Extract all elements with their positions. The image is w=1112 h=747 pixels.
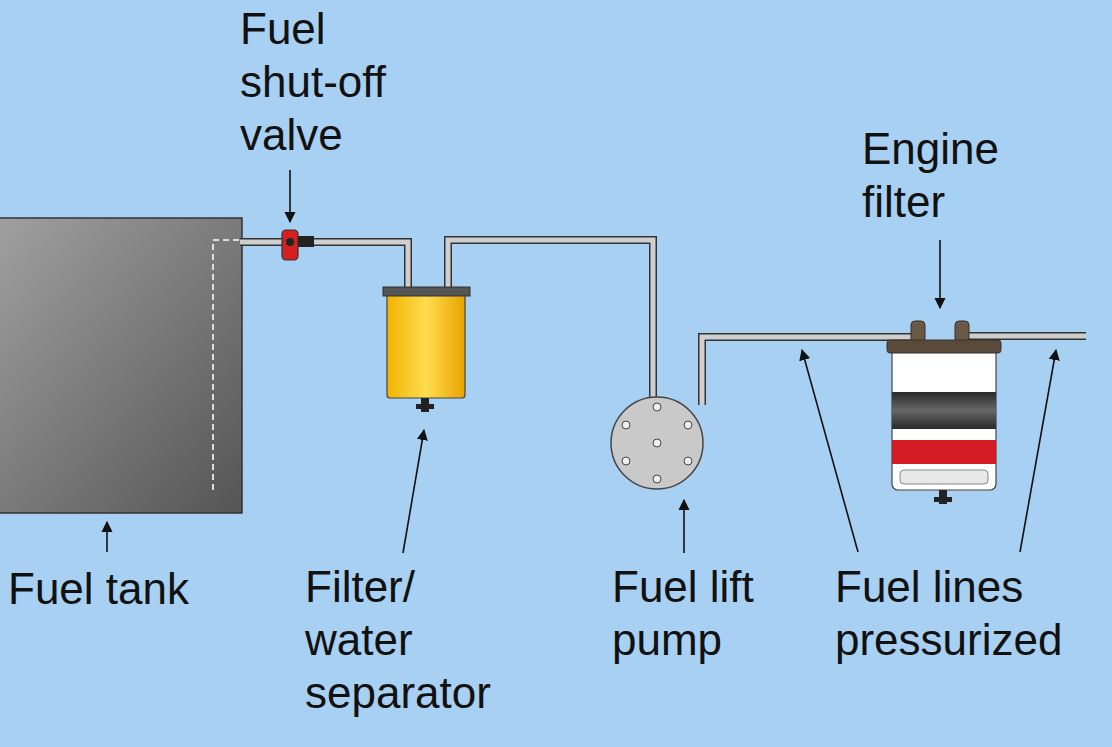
water-separator — [383, 287, 470, 412]
callout-label: Filter/ water separator — [305, 560, 530, 719]
callout-label: Fuel lift pump — [612, 560, 812, 666]
callout-label: Fuel shut-off valve — [240, 2, 430, 161]
pickup-tube — [213, 240, 250, 490]
shut-off-valve — [282, 230, 314, 260]
callout-label: Fuel tank — [8, 562, 268, 615]
engine-filter — [887, 321, 1001, 504]
callout-label: Engine filter — [862, 122, 1027, 228]
callout-label: Fuel lines pressurized — [835, 560, 1105, 666]
lift-pump — [611, 397, 703, 489]
fuel-tank — [0, 218, 242, 513]
leader-arrows — [107, 170, 1056, 553]
